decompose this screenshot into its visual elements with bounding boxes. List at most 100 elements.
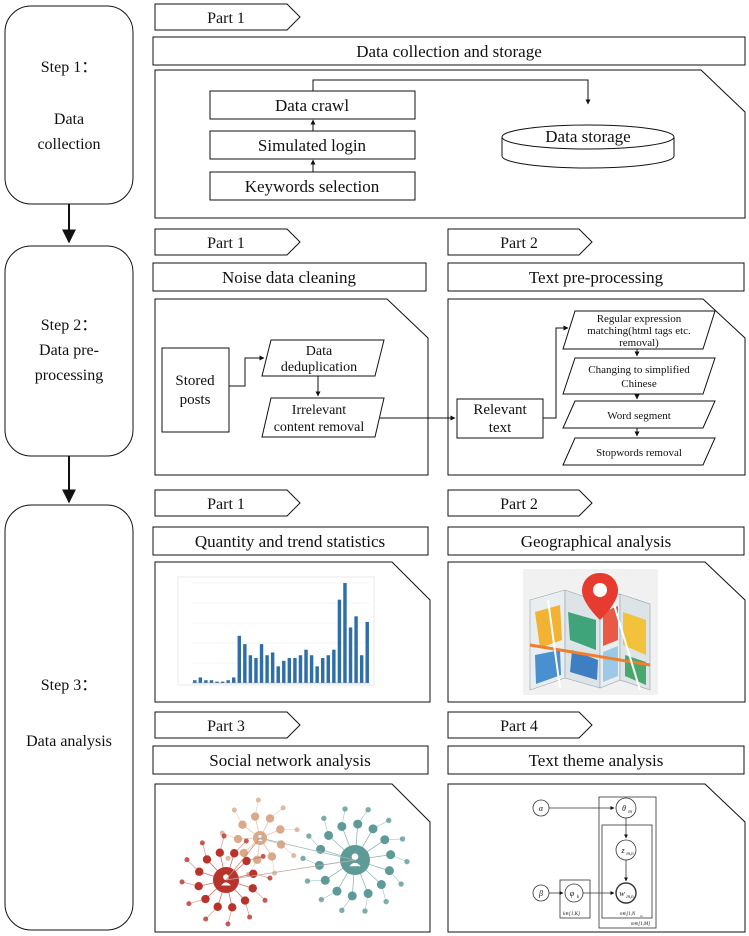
quantity-trend-chart — [177, 576, 375, 686]
chart-bar — [298, 655, 303, 683]
network-edge — [259, 837, 356, 861]
s1-content-panel — [154, 69, 746, 219]
s1-part-label: Part 1 — [207, 10, 245, 27]
irrelevant-label-2: content removal — [274, 420, 365, 435]
network-node — [199, 840, 205, 846]
network-node — [231, 807, 237, 813]
s2-part2-panel — [447, 298, 746, 476]
z-node — [615, 839, 637, 861]
s3-part1-panel — [154, 561, 431, 703]
network-node — [221, 833, 227, 839]
plate-k-label: k∈[1,K] — [563, 912, 580, 917]
alpha-symbol: α — [539, 804, 544, 813]
chart-bar — [326, 655, 331, 683]
word-segment-box — [562, 400, 716, 429]
chart-bar — [282, 660, 286, 683]
s3-part4-tag — [447, 711, 593, 739]
stored-posts-label-2: posts — [180, 392, 211, 408]
chart-bar — [359, 655, 364, 683]
chart-bar — [243, 644, 247, 683]
step2-label: Step 2： — [41, 317, 97, 334]
z-symbol: z — [620, 846, 625, 855]
network-edge — [219, 835, 225, 853]
w-symbol: w — [619, 889, 625, 898]
s1-title: Data collection and storage — [356, 42, 542, 61]
s3-part3-title: Social network analysis — [209, 751, 370, 770]
network-edge — [227, 907, 233, 925]
network-node — [225, 855, 231, 861]
s3-part3-tag — [154, 711, 301, 739]
chart-bar — [315, 666, 319, 683]
data-crawl-label: Data crawl — [275, 96, 349, 115]
person-icon — [258, 834, 262, 839]
s2-part2-title: Text pre-processing — [529, 268, 664, 287]
map-illustration — [523, 569, 658, 695]
network-node — [321, 815, 327, 822]
network-edge — [244, 900, 250, 918]
dedup-label: Data — [306, 344, 333, 359]
s2-part1-title: Noise data cleaning — [222, 268, 357, 287]
network-node — [262, 897, 268, 903]
plate-n — [601, 824, 653, 919]
dedup-label-2: deduplication — [281, 360, 357, 375]
chart-bar — [276, 666, 280, 683]
data-storage-cylinder — [501, 124, 675, 169]
phi-sub: k — [577, 895, 580, 900]
simulated-login-label: Simulated login — [258, 136, 367, 155]
plate-m — [598, 796, 657, 929]
chart-bar — [337, 599, 342, 683]
chart-bar — [248, 655, 253, 683]
s3-part2-panel — [447, 561, 746, 703]
network-edge — [254, 799, 259, 817]
step3-label: Step 3： — [41, 677, 97, 694]
step3-box — [4, 504, 134, 931]
step1-box — [4, 5, 134, 205]
s2-part1-panel — [154, 298, 429, 476]
network-node — [342, 806, 348, 812]
data-storage-label: Data storage — [545, 127, 630, 146]
step1-sublabel-2: collection — [37, 136, 100, 153]
chart-bar — [293, 658, 297, 683]
network-edge — [225, 837, 261, 881]
network-node — [247, 914, 253, 920]
network-edge — [202, 842, 208, 860]
stored-posts-label: Stored — [175, 373, 215, 389]
network-edge — [234, 809, 243, 825]
regex-label-3: removal) — [619, 337, 659, 349]
chart-bar — [209, 680, 214, 683]
network-node — [272, 870, 278, 876]
social-network-illustration — [179, 797, 410, 927]
chart-bar — [198, 677, 203, 683]
network-node — [255, 797, 261, 803]
s3-part1-title-box — [152, 526, 429, 556]
network-node — [365, 806, 371, 813]
plate-k — [559, 879, 591, 919]
regex-label: Regular expression — [597, 313, 682, 325]
simplified-box — [562, 357, 716, 395]
network-node — [383, 898, 389, 905]
network-edge — [364, 893, 369, 912]
network-edge — [307, 879, 326, 882]
chart-bar — [265, 655, 269, 683]
regex-label-2: matching(html tags etc. — [587, 325, 691, 337]
network-node — [276, 825, 285, 834]
network-edge — [188, 898, 206, 904]
network-node — [243, 838, 249, 844]
network-edge — [253, 873, 271, 879]
network-edge — [321, 890, 338, 900]
network-edge — [323, 818, 329, 836]
chart-bar — [270, 652, 275, 683]
network-edge — [384, 838, 403, 841]
network-edge — [205, 906, 218, 920]
chart-bar — [365, 621, 369, 683]
s2-part1-tag — [154, 228, 301, 256]
s3-part2-title: Geographical analysis — [521, 532, 672, 551]
irrelevant-label: Irrelevant — [292, 403, 347, 418]
network-edge — [357, 809, 369, 825]
w-node — [615, 882, 637, 904]
s3-part4-panel — [447, 783, 746, 933]
network-edge — [186, 859, 200, 872]
step3-sublabel: Data analysis — [26, 733, 112, 750]
network-edge — [181, 881, 199, 887]
